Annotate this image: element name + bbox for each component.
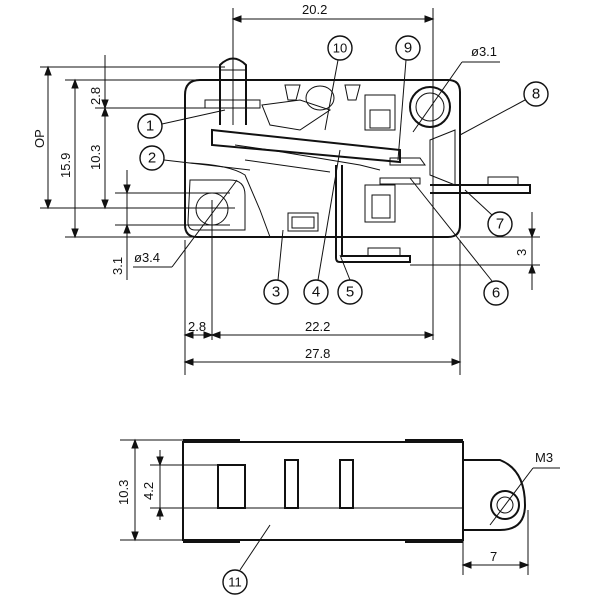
dim-3-1: 3.1 [110,257,125,275]
svg-text:1: 1 [146,118,154,135]
svg-text:7: 7 [496,216,504,233]
callout-3: 3 [263,279,289,305]
dim-hole-left: ø3.4 [134,250,160,265]
svg-text:5: 5 [346,284,354,301]
terminal-bottom [335,165,411,263]
callout-1: 1 [137,113,163,139]
callout-11: 11 [222,569,248,595]
dimension-labels: 20.2 OP 15.9 2.8 10.3 3.1 ø3.4 ø3.1 2.8 … [32,2,553,564]
svg-text:8: 8 [532,86,540,103]
callouts: 1 2 3 4 5 6 7 8 9 10 11 [137,35,549,595]
callout-4: 4 [303,279,329,305]
top-view [184,57,531,263]
dim-hole-right: ø3.1 [471,44,497,59]
dim-15-9: 15.9 [58,153,73,178]
svg-text:11: 11 [228,575,242,590]
spring [234,144,381,173]
callout-8: 8 [523,81,549,107]
dim-bottom-27-8: 27.8 [305,346,330,361]
svg-text:2: 2 [148,150,156,167]
dim-arm-7: 7 [490,549,497,564]
dim-10-3: 10.3 [88,145,103,170]
svg-text:6: 6 [492,285,500,302]
svg-text:3: 3 [272,284,280,301]
dim-bottom-22-2: 22.2 [305,319,330,334]
dim-20-2: 20.2 [302,2,327,17]
callout-10: 10 [327,35,353,61]
callout-7: 7 [487,211,513,237]
dim-side-4-2: 4.2 [141,482,156,500]
terminal-right [430,184,531,194]
switch-body [184,79,461,238]
side-body [182,441,464,541]
callout-6: 6 [483,280,509,306]
svg-text:4: 4 [312,284,320,301]
svg-text:9: 9 [404,40,412,57]
roller-arm [462,459,527,531]
mounting-hole-right [409,86,451,128]
lever [211,128,401,164]
side-view [120,438,560,575]
dimension-lines [40,8,540,375]
dim-terminal-3: 3 [514,249,529,256]
callout-5: 5 [337,279,363,305]
callout-9: 9 [395,35,421,61]
dim-bottom-2-8: 2.8 [188,319,206,334]
dim-op: OP [32,129,47,148]
svg-text:10: 10 [333,41,347,56]
dim-m3: M3 [535,450,553,465]
dim-2-8: 2.8 [88,87,103,105]
callout-2: 2 [139,145,165,171]
dim-side-10-3: 10.3 [116,480,131,505]
